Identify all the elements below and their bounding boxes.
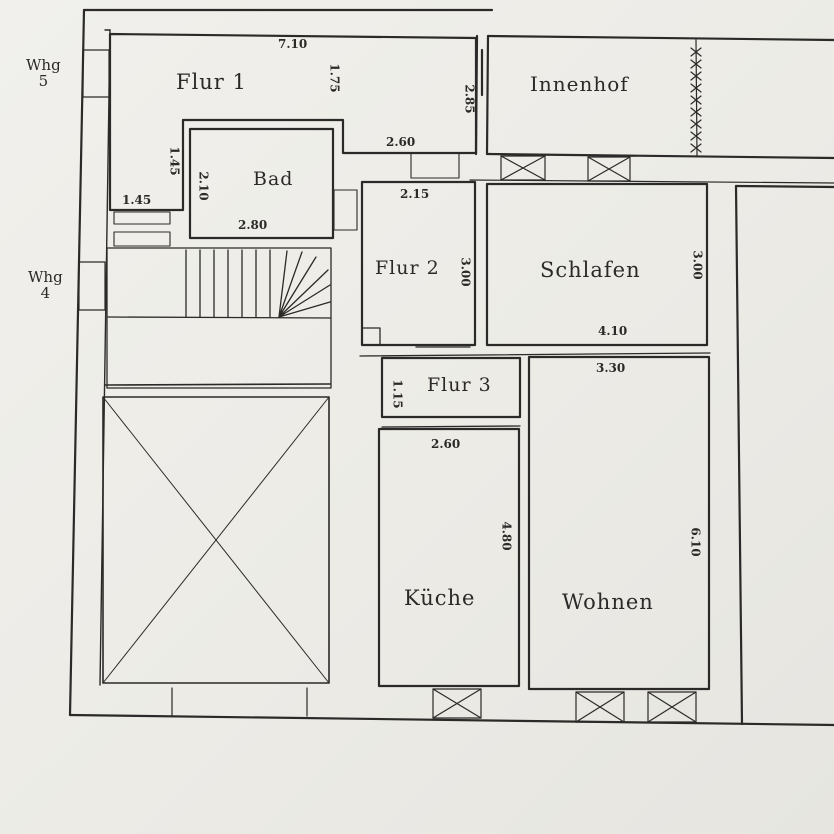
facade-openings bbox=[78, 49, 110, 311]
dimension-flur-1-corridor: 2.60 bbox=[386, 135, 416, 149]
neighbour-walls bbox=[734, 184, 834, 726]
dimension-flur-1-step: 1.45 bbox=[167, 146, 182, 176]
wohnung-4-number: 4 bbox=[40, 283, 51, 302]
kueche-walls bbox=[377, 427, 521, 688]
room-label-flur-1: Flur 1 bbox=[176, 70, 247, 94]
wohnung-4-text: Whg bbox=[28, 268, 63, 286]
kueche-window bbox=[432, 688, 482, 719]
dimension-flur-3-height: 1.15 bbox=[390, 379, 405, 409]
innenhof-fence bbox=[690, 39, 702, 156]
wohnung-5-number: 5 bbox=[38, 71, 49, 90]
dimension-flur-1-width: 7.10 bbox=[278, 37, 308, 51]
flur-3-walls bbox=[380, 356, 522, 428]
outer-walls bbox=[68, 8, 834, 727]
dimension-flur-1-left: 1.45 bbox=[122, 193, 152, 207]
wohnung-5-text: Whg bbox=[26, 56, 61, 74]
dimension-flur-1-right: 2.85 bbox=[462, 84, 477, 114]
dimension-bad-height: 2.10 bbox=[196, 171, 211, 201]
inner-outline bbox=[99, 29, 111, 686]
dimension-wohnen-height: 6.10 bbox=[688, 527, 703, 557]
dimension-schlafen-height: 3.00 bbox=[690, 250, 705, 280]
dimension-bad-width: 2.80 bbox=[238, 218, 268, 232]
room-label-bad: Bad bbox=[253, 168, 294, 190]
wohnung-5-label: Whg 5 bbox=[26, 56, 61, 90]
flur-2-walls bbox=[359, 180, 711, 357]
innenhof-windows bbox=[469, 155, 834, 184]
bad-side-opening bbox=[333, 189, 358, 231]
flur-1-opening bbox=[113, 152, 460, 247]
dimension-schlafen-width: 4.10 bbox=[598, 324, 628, 338]
dimension-kueche-height: 4.80 bbox=[499, 521, 514, 551]
innenhof-walls bbox=[474, 34, 834, 160]
dimension-flur-2-width: 2.15 bbox=[400, 187, 430, 201]
dimension-kueche-width: 2.60 bbox=[431, 437, 461, 451]
room-label-flur-2: Flur 2 bbox=[375, 257, 440, 279]
dimension-flur-2-height: 3.00 bbox=[458, 257, 473, 287]
wohnen-windows bbox=[575, 691, 697, 723]
bad-walls bbox=[188, 127, 335, 240]
room-label-flur-3: Flur 3 bbox=[427, 374, 492, 396]
staircase bbox=[106, 247, 332, 389]
dimension-flur-1-height: 1.75 bbox=[327, 63, 342, 93]
bottom-opening bbox=[171, 687, 308, 717]
room-label-kueche: Küche bbox=[404, 586, 476, 610]
room-label-schlafen: Schlafen bbox=[540, 258, 641, 282]
shaft bbox=[102, 383, 331, 684]
dimension-wohnen-width: 3.30 bbox=[596, 361, 626, 375]
room-label-wohnen: Wohnen bbox=[562, 590, 654, 614]
schlafen-walls bbox=[485, 182, 709, 347]
wohnen-walls bbox=[527, 355, 711, 691]
wohnung-4-label: Whg 4 bbox=[28, 268, 63, 302]
room-label-innenhof: Innenhof bbox=[530, 72, 629, 96]
